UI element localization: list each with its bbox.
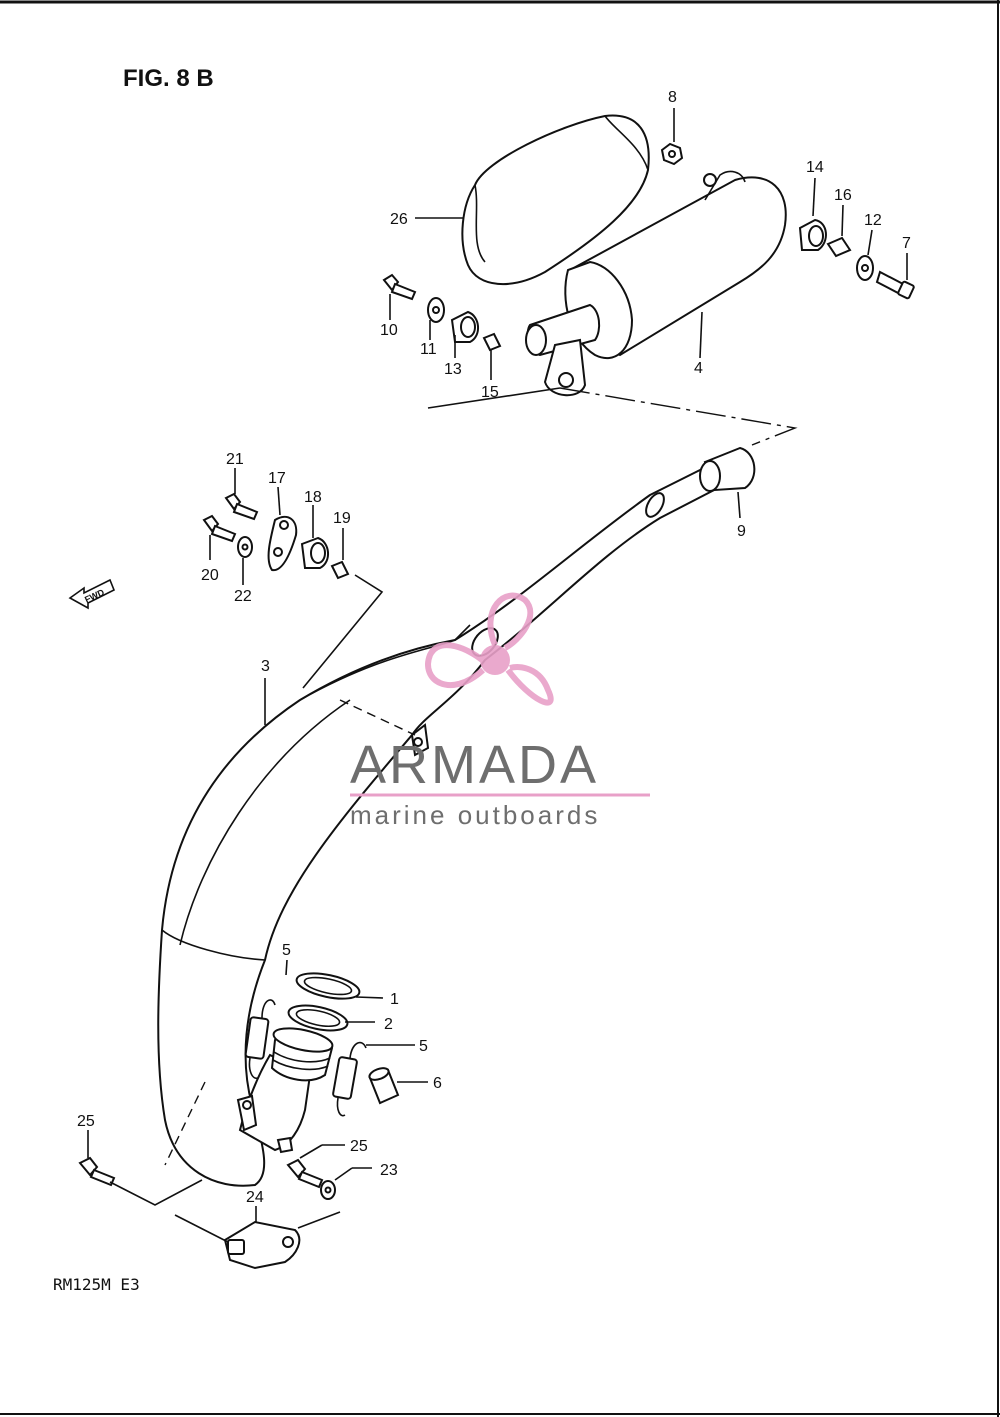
grommet-13: [450, 310, 479, 343]
exhaust-joint-pipe: [270, 1027, 334, 1082]
washer-22: [237, 536, 253, 558]
callout-2: 2: [384, 1016, 393, 1033]
bracket-17: [267, 515, 298, 572]
bolt-20: [202, 514, 237, 543]
callout-5a: 5: [282, 942, 291, 959]
figure-title: FIG. 8 B: [123, 65, 214, 92]
bolt-21: [224, 492, 259, 521]
silencer-body: [525, 170, 787, 397]
collar-15: [482, 332, 502, 352]
callout-24: 24: [246, 1189, 264, 1206]
callout-25a: 25: [77, 1113, 95, 1130]
grommet-18: [300, 536, 329, 569]
callout-19: 19: [333, 510, 351, 527]
washer-11: [427, 297, 445, 323]
callout-7: 7: [902, 235, 911, 252]
grommet-14: [798, 218, 827, 251]
callout-1: 1: [390, 991, 399, 1008]
watermark-brand: ARMADA: [350, 735, 599, 795]
callout-15: 15: [481, 384, 499, 401]
collar-6: [368, 1067, 400, 1105]
callout-13: 13: [444, 361, 462, 378]
washer-23: [320, 1180, 336, 1200]
callout-5b: 5: [419, 1038, 428, 1055]
callout-12: 12: [864, 212, 882, 229]
callout-16: 16: [834, 187, 852, 204]
washer-12: [856, 255, 874, 281]
callout-25b: 25: [350, 1138, 368, 1155]
callout-18: 18: [304, 489, 322, 506]
callout-3: 3: [261, 658, 270, 675]
callout-9: 9: [737, 523, 746, 540]
callout-21: 21: [226, 451, 244, 468]
callout-8: 8: [668, 89, 677, 106]
bolt-25-right: [286, 1158, 324, 1189]
callout-14: 14: [806, 159, 824, 176]
end-grommet-9: [699, 446, 756, 492]
collar-19: [330, 560, 350, 580]
callout-labels: 1 2 3 4 5 5 6 7 8 9 10 11 12 13 14 15 16…: [77, 89, 911, 1206]
bracket-24: [223, 1220, 301, 1270]
callout-11: 11: [420, 341, 437, 358]
model-code: RM125M E3: [53, 1275, 140, 1294]
callout-17: 17: [268, 470, 286, 487]
bolt-10: [382, 273, 417, 301]
callout-6: 6: [433, 1075, 442, 1092]
callout-10: 10: [380, 322, 398, 339]
silencer-cover: [461, 114, 650, 285]
collar-16: [826, 236, 852, 258]
callout-26: 26: [390, 211, 408, 228]
spring-5-right: [332, 1041, 367, 1117]
callout-22: 22: [234, 588, 252, 605]
fwd-arrow-icon: FWD: [68, 578, 116, 610]
gasket-2: [287, 1004, 349, 1032]
callout-23: 23: [380, 1162, 398, 1179]
bolt-25-left: [78, 1156, 116, 1187]
armada-logo-icon: [425, 592, 554, 706]
callout-4: 4: [694, 360, 703, 377]
spring-5-left: [244, 999, 276, 1080]
watermark-tagline: marine outboards: [350, 800, 600, 830]
bolt-7: [875, 270, 915, 300]
gasket-1: [295, 972, 361, 1000]
nut-8: [660, 142, 684, 166]
callout-20: 20: [201, 567, 219, 584]
